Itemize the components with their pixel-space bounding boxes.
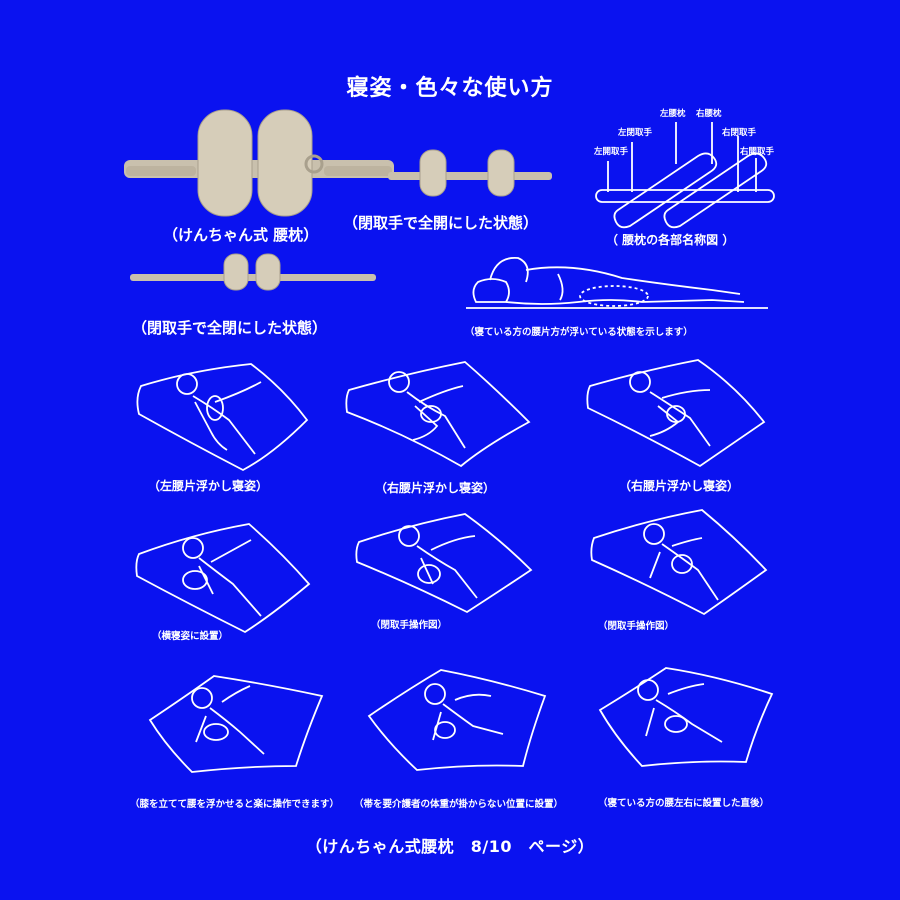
waist-pillow-photo [124,109,394,217]
page-title: 寝姿・色々な使い方 [346,76,554,101]
label-left-pillow: 左腰枕 [660,109,686,119]
lying-person-drawing [466,257,768,309]
bed-illustration-7 [148,675,324,773]
grid-caption-2: （右腰片浮かし寝姿） [375,481,496,495]
fully-closed-caption: （閉取手で全閉にした状態） [132,319,328,337]
bed-illustration-6 [590,509,768,616]
grid-caption-4: （横寝姿に設置） [152,631,229,642]
label-right-pillow: 右腰枕 [696,109,722,119]
fully-open-photo [388,149,552,197]
label-left-open-handle: 左開取手 [594,147,629,157]
waist-pillow-caption: （けんちゃん式 腰枕） [163,226,319,244]
label-right-close-handle: 右閉取手 [722,128,757,138]
parts-diagram [595,122,775,229]
bed-illustration-1 [136,363,309,472]
bed-illustration-9 [598,667,774,767]
bed-illustration-8 [367,669,547,771]
bed-illustration-5 [355,513,533,614]
bed-illustration-4 [135,523,311,634]
label-right-open-handle: 右開取手 [740,147,775,157]
bed-illustration-3 [586,359,766,468]
grid-caption-8: （帯を要介護者の体重が掛からない位置に設置） [354,799,564,810]
grid-caption-9: （寝ている方の腰左右に設置した直後） [598,798,770,809]
grid-caption-5: （閉取手操作図） [371,620,448,631]
parts-diagram-caption: （ 腰枕の各部名称図 ） [606,233,735,247]
fully-closed-photo [130,253,376,291]
page-footer: （けんちゃん式腰枕 8/10 ページ） [305,837,595,856]
grid-caption-7: （膝を立てて腰を浮かせると楽に操作できます） [130,799,340,810]
bed-illustration-2 [345,361,531,468]
label-left-close-handle: 左閉取手 [618,128,653,138]
grid-caption-3: （右腰片浮かし寝姿） [619,479,740,493]
grid-caption-6: （閉取手操作図） [598,621,675,632]
grid-caption-1: （左腰片浮かし寝姿） [148,479,269,493]
lying-person-caption: （寝ている方の腰片方が浮いている状態を示します） [465,327,693,338]
fully-open-caption: （閉取手で全開にした状態） [343,214,539,232]
